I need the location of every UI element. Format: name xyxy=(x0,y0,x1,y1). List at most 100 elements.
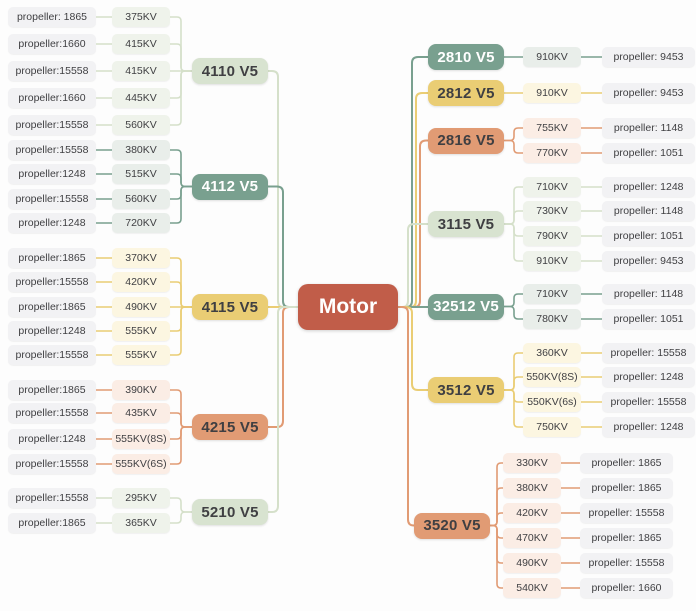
kv-box: 415KV xyxy=(112,34,170,54)
propeller-box: propeller: 15558 xyxy=(580,553,673,573)
kv-box: 330KV xyxy=(503,453,561,473)
connector-path xyxy=(169,426,193,465)
branch-node-3512-v5: 3512 V5 xyxy=(428,377,504,403)
propeller-box: propeller: 1051 xyxy=(602,226,695,246)
connector-path xyxy=(169,412,193,428)
kv-box: 370KV xyxy=(112,248,170,268)
propeller-box: propeller:1865 xyxy=(8,513,96,533)
propeller-box: propeller: 1865 xyxy=(580,478,673,498)
kv-box: 515KV xyxy=(112,164,170,184)
kv-box: 365KV xyxy=(112,513,170,533)
propeller-box: propeller:15558 xyxy=(8,61,96,81)
propeller-box: propeller:1248 xyxy=(8,321,96,341)
branch-node-2810-v5: 2810 V5 xyxy=(428,44,504,70)
propeller-box: propeller: 1051 xyxy=(602,143,695,163)
connector-path xyxy=(169,281,193,308)
kv-box: 560KV xyxy=(112,189,170,209)
kv-box: 380KV xyxy=(112,140,170,160)
kv-box: 555KV(6S) xyxy=(112,454,170,474)
propeller-box: propeller: 1865 xyxy=(580,453,673,473)
propeller-box: propeller:1865 xyxy=(8,297,96,317)
propeller-box: propeller: 1248 xyxy=(602,367,695,387)
connector-path xyxy=(489,524,504,589)
kv-box: 445KV xyxy=(112,88,170,108)
kv-box: 780KV xyxy=(523,309,581,329)
kv-box: 375KV xyxy=(112,7,170,27)
propeller-box: propeller:15558 xyxy=(8,454,96,474)
propeller-box: propeller:1248 xyxy=(8,213,96,233)
propeller-box: propeller: 1051 xyxy=(602,309,695,329)
connector-path xyxy=(267,185,299,308)
kv-box: 710KV xyxy=(523,284,581,304)
connector-path xyxy=(503,139,524,154)
propeller-box: propeller:15558 xyxy=(8,488,96,508)
kv-box: 415KV xyxy=(112,61,170,81)
propeller-box: propeller:15558 xyxy=(8,272,96,292)
kv-box: 490KV xyxy=(112,297,170,317)
branch-node-4215-v5: 4215 V5 xyxy=(192,414,268,440)
propeller-box: propeller:1865 xyxy=(8,248,96,268)
propeller-box: propeller: 1148 xyxy=(602,118,695,138)
kv-box: 420KV xyxy=(503,503,561,523)
kv-box: 540KV xyxy=(503,578,561,598)
kv-box: 720KV xyxy=(112,213,170,233)
kv-box: 550KV(8S) xyxy=(523,367,581,387)
propeller-box: propeller: 9453 xyxy=(602,47,695,67)
connector-path xyxy=(169,511,193,524)
connector-path xyxy=(397,306,429,391)
branch-node-4115-v5: 4115 V5 xyxy=(192,294,268,320)
connector-path xyxy=(503,293,524,308)
propeller-box: propeller: 1248 xyxy=(602,417,695,437)
kv-box: 555KV xyxy=(112,345,170,365)
branch-node-5210-v5: 5210 V5 xyxy=(192,499,268,525)
propeller-box: propeller:1248 xyxy=(8,164,96,184)
kv-box: 755KV xyxy=(523,118,581,138)
propeller-box: propeller:1660 xyxy=(8,88,96,108)
connector-path xyxy=(169,70,193,126)
kv-box: 390KV xyxy=(112,380,170,400)
kv-box: 490KV xyxy=(503,553,561,573)
propeller-box: propeller:1865 xyxy=(8,380,96,400)
connector-path xyxy=(397,306,415,527)
propeller-box: propeller: 9453 xyxy=(602,251,695,271)
kv-box: 560KV xyxy=(112,115,170,135)
propeller-box: propeller:15558 xyxy=(8,345,96,365)
connector-path xyxy=(503,127,524,142)
kv-box: 435KV xyxy=(112,403,170,423)
connector-path xyxy=(503,305,524,320)
propeller-box: propeller: 15558 xyxy=(602,343,695,363)
propeller-box: propeller:1248 xyxy=(8,429,96,449)
motor-node: Motor xyxy=(298,284,398,330)
connector-path xyxy=(267,306,299,428)
propeller-box: propeller: 15558 xyxy=(602,392,695,412)
branch-node-2816-v5: 2816 V5 xyxy=(428,127,504,154)
kv-box: 770KV xyxy=(523,143,581,163)
connector-path xyxy=(503,210,524,225)
kv-box: 555KV xyxy=(112,321,170,341)
kv-box: 550KV(6s) xyxy=(523,392,581,412)
propeller-box: propeller: 1248 xyxy=(602,177,695,197)
connector-path xyxy=(503,223,524,262)
kv-box: 420KV xyxy=(112,272,170,292)
propeller-box: propeller: 1660 xyxy=(580,578,673,598)
branch-node-2812-v5: 2812 V5 xyxy=(428,80,504,106)
kv-box: 910KV xyxy=(523,83,581,103)
connector-path xyxy=(503,376,524,391)
kv-box: 910KV xyxy=(523,251,581,271)
connector-path xyxy=(397,56,429,308)
kv-box: 295KV xyxy=(112,488,170,508)
kv-box: 555KV(8S) xyxy=(112,429,170,449)
connector-path xyxy=(267,306,299,513)
propeller-box: propeller: 1865 xyxy=(8,7,96,27)
branch-node-4110-v5: 4110 V5 xyxy=(192,58,268,84)
connector-path xyxy=(169,497,193,513)
branch-node-3115-v5: 3115 V5 xyxy=(428,211,504,237)
kv-box: 360KV xyxy=(523,343,581,363)
connector-path xyxy=(169,185,193,224)
kv-box: 380KV xyxy=(503,478,561,498)
propeller-box: propeller: 15558 xyxy=(580,503,673,523)
branch-node-3520-v5: 3520 V5 xyxy=(414,512,490,539)
connector-path xyxy=(503,389,524,428)
